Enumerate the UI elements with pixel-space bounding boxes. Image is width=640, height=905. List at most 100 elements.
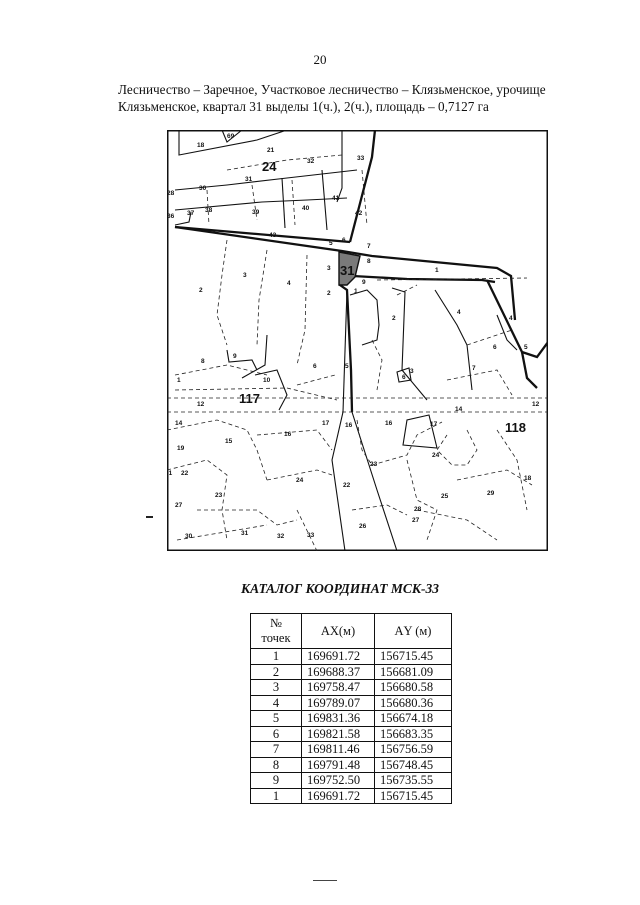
section-label: 17 (322, 420, 330, 427)
highlighted-plot (338, 251, 361, 286)
x-value: 169688.37 (301, 663, 375, 680)
catalog-title: КАТАЛОГ КООРДИНАТ МСК-33 (240, 581, 439, 596)
map-svg: 69 18 21 32 33 28 30 31 36 37 38 39 40 4… (167, 130, 548, 551)
point-number: 1 (250, 648, 302, 665)
section-label: 6 (493, 344, 497, 351)
y-value: 156681.09 (374, 663, 452, 680)
section-label: 1 (177, 377, 181, 384)
section-label: 32 (277, 533, 285, 540)
section-label: 10 (263, 377, 271, 384)
section-label: 12 (197, 401, 205, 408)
section-label: 19 (177, 445, 185, 452)
point-number: 9 (250, 772, 302, 789)
section-label: 17 (430, 421, 438, 428)
section-label: 8 (201, 358, 205, 365)
footer-line (313, 880, 337, 881)
point-number: 1 (250, 787, 302, 804)
section-label: 1 (354, 288, 358, 295)
section-label: 30 (185, 533, 193, 540)
section-label: 7 (472, 365, 476, 372)
section-boundaries (174, 130, 518, 551)
section-label: 40 (302, 205, 310, 212)
x-value: 169758.47 (301, 679, 375, 696)
margin-dash (146, 516, 153, 518)
y-value: 156756.59 (374, 741, 452, 758)
col-point-number: № точек (250, 613, 302, 649)
section-label: 12 (532, 401, 540, 408)
section-label: 14 (175, 420, 183, 427)
section-label: 5 (345, 363, 349, 370)
section-label: 16 (345, 422, 353, 429)
col-point-number-line2: точек (261, 631, 291, 645)
map-frame (167, 130, 548, 551)
section-label: 41 (332, 195, 340, 202)
table-header-row: № точек АХ(м) АY (м) (250, 613, 452, 649)
survey-lines (167, 154, 548, 551)
section-label: 23 (215, 492, 223, 499)
col-y: АY (м) (374, 613, 452, 649)
section-label: 23 (370, 461, 378, 468)
section-label: 38 (205, 207, 213, 214)
section-label: 3 (327, 265, 331, 272)
page-number: 20 (313, 52, 327, 67)
y-value: 156680.58 (374, 679, 452, 696)
section-label: 3 (410, 368, 414, 375)
section-label: 25 (441, 493, 449, 500)
section-label: 31 (245, 176, 253, 183)
section-label: 22 (343, 482, 351, 489)
section-label: 32 (307, 158, 315, 165)
y-value: 156715.45 (374, 648, 452, 665)
section-label: 2 (327, 290, 331, 297)
plot-description-line-1: Лесничество – Заречное, Участковое лесни… (118, 82, 546, 97)
forest-quarter-map: 69 18 21 32 33 28 30 31 36 37 38 39 40 4… (167, 130, 548, 551)
section-label: 33 (307, 532, 315, 539)
section-label: 16 (385, 420, 393, 427)
plot-description-line-2: Клязьменское, квартал 31 выделы 1(ч.), 2… (118, 99, 489, 114)
y-value: 156683.35 (374, 725, 452, 742)
y-value: 156748.45 (374, 756, 452, 773)
section-label: 21 (267, 147, 275, 154)
y-value: 156715.45 (374, 787, 452, 804)
plot-description: Лесничество – Заречное, Участковое лесни… (118, 81, 598, 115)
section-label: 18 (197, 142, 205, 149)
section-label: 42 (355, 210, 363, 217)
section-label: 2 (392, 315, 396, 322)
section-label: 18 (524, 475, 532, 482)
quarter-label-31: 31 (340, 263, 354, 278)
x-value: 169811.46 (301, 741, 375, 758)
col-x: АХ(м) (301, 613, 375, 649)
section-label: 28 (167, 190, 175, 197)
section-label: 28 (414, 506, 422, 513)
section-label: 15 (225, 438, 233, 445)
section-label: 4 (457, 309, 461, 316)
section-label: 9 (233, 353, 237, 360)
quarter-label-117: 117 (239, 391, 260, 406)
x-value: 169791.48 (301, 756, 375, 773)
quarter-label-24: 24 (262, 159, 277, 174)
section-label: 9 (362, 279, 366, 286)
y-value: 156680.36 (374, 694, 452, 711)
quarter-label-118: 118 (505, 420, 526, 435)
section-label: 6 (342, 237, 346, 244)
section-label: 3 (243, 272, 247, 279)
point-number: 4 (250, 694, 302, 711)
x-value: 169821.58 (301, 725, 375, 742)
point-number: 5 (250, 710, 302, 727)
section-label: 14 (455, 406, 463, 413)
point-number: 3 (250, 679, 302, 696)
section-label: 8 (367, 258, 371, 265)
section-label: 26 (359, 523, 367, 530)
section-label: 43 (269, 232, 277, 239)
section-label: 27 (412, 517, 420, 524)
section-label: 29 (487, 490, 495, 497)
section-label: 5 (524, 344, 528, 351)
